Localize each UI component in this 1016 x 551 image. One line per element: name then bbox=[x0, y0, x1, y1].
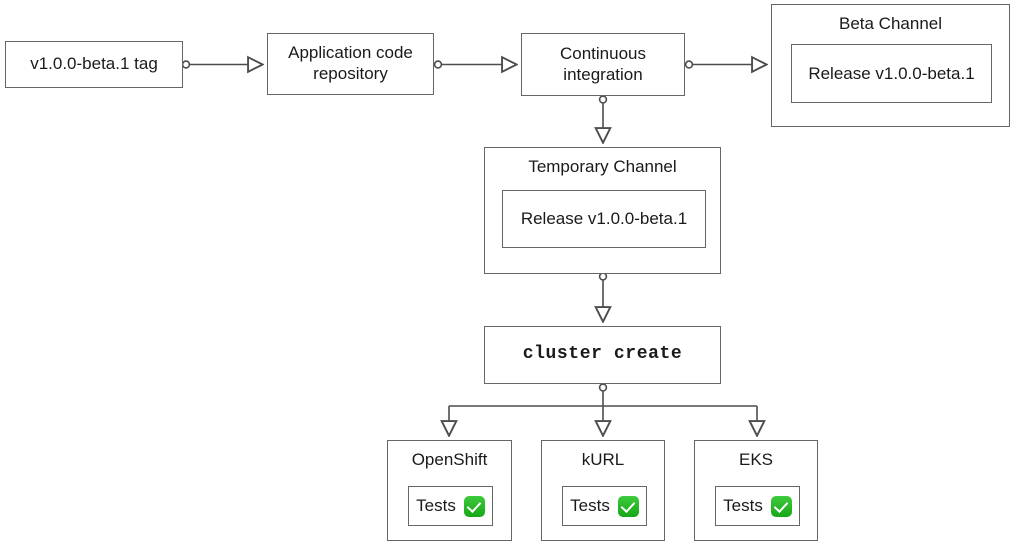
node-openshift[interactable]: OpenShift Tests bbox=[387, 440, 512, 541]
node-application-code-repository[interactable]: Application code repository bbox=[267, 33, 434, 95]
check-mark-icon bbox=[770, 495, 792, 517]
node-beta-channel[interactable]: Beta Channel Release v1.0.0-beta.1 bbox=[771, 4, 1010, 127]
node-cluster-create[interactable]: cluster create bbox=[484, 326, 721, 384]
node-cluster-create-label: cluster create bbox=[522, 344, 683, 365]
node-temporary-channel[interactable]: Temporary Channel Release v1.0.0-beta.1 bbox=[484, 147, 721, 274]
node-kurl-tests-label: Tests bbox=[570, 496, 610, 515]
node-beta-channel-release[interactable]: Release v1.0.0-beta.1 bbox=[791, 44, 992, 103]
node-kurl-tests[interactable]: Tests bbox=[562, 486, 647, 526]
node-temporary-channel-release[interactable]: Release v1.0.0-beta.1 bbox=[502, 190, 706, 248]
node-temporary-channel-label: Temporary Channel bbox=[528, 157, 677, 176]
node-continuous-integration[interactable]: Continuous integration bbox=[521, 33, 685, 96]
node-eks[interactable]: EKS Tests bbox=[694, 440, 818, 541]
edge-source-dot bbox=[598, 95, 608, 104]
node-kurl-label: kURL bbox=[581, 450, 625, 469]
node-continuous-integration-label: Continuous integration bbox=[559, 43, 646, 84]
tests-row: Tests bbox=[416, 495, 485, 517]
node-kurl[interactable]: kURL Tests bbox=[541, 440, 665, 541]
node-application-code-repository-label: Application code repository bbox=[288, 43, 413, 83]
tests-row: Tests bbox=[570, 495, 639, 517]
check-mark-icon bbox=[617, 495, 639, 517]
edge-source-dot bbox=[181, 60, 191, 69]
edge-source-dot bbox=[598, 383, 608, 392]
node-openshift-tests-label: Tests bbox=[416, 496, 456, 515]
node-temporary-channel-release-label: Release v1.0.0-beta.1 bbox=[520, 209, 688, 228]
node-tag[interactable]: v1.0.0-beta.1 tag bbox=[5, 41, 183, 88]
edge-source-dot bbox=[433, 60, 443, 69]
node-beta-channel-label: Beta Channel bbox=[838, 14, 943, 33]
edge-source-dot bbox=[684, 60, 694, 69]
tests-row: Tests bbox=[723, 495, 792, 517]
node-openshift-tests[interactable]: Tests bbox=[408, 486, 493, 526]
check-mark-icon bbox=[463, 495, 485, 517]
node-eks-tests-label: Tests bbox=[723, 496, 763, 515]
node-eks-label: EKS bbox=[738, 450, 774, 469]
node-beta-channel-release-label: Release v1.0.0-beta.1 bbox=[808, 63, 975, 83]
edge-source-dot bbox=[598, 272, 608, 281]
node-tag-label: v1.0.0-beta.1 tag bbox=[30, 54, 158, 74]
node-eks-tests[interactable]: Tests bbox=[715, 486, 800, 526]
node-openshift-label: OpenShift bbox=[411, 450, 488, 469]
